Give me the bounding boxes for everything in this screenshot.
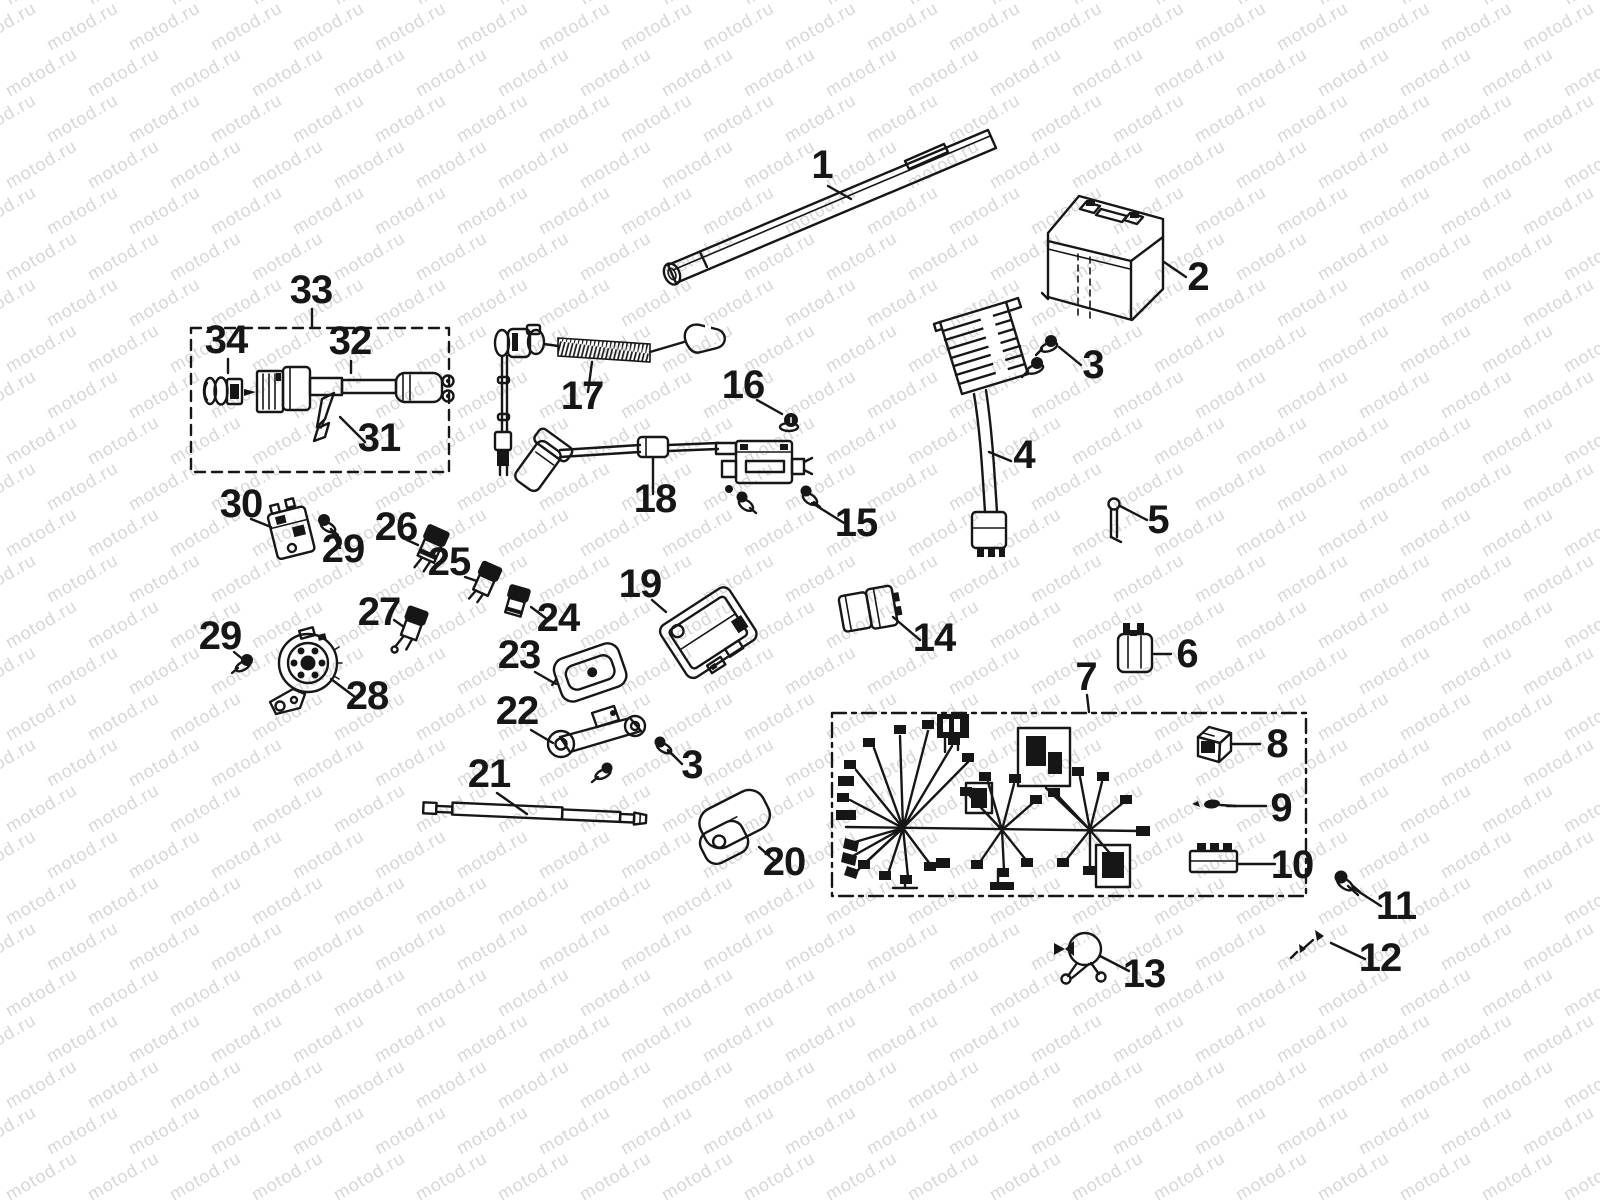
leader-29a [329, 527, 342, 550]
callout-28: 28 [346, 674, 389, 718]
callout-18: 18 [634, 477, 677, 521]
callout-24: 24 [537, 596, 581, 640]
callout-30: 30 [220, 482, 263, 526]
callout-9: 9 [1270, 786, 1291, 830]
callout-5: 5 [1147, 498, 1169, 542]
callout-13: 13 [1123, 952, 1166, 996]
callout-7: 7 [1075, 655, 1096, 699]
callout-29b: 29 [199, 614, 242, 658]
leader-4 [987, 450, 1013, 463]
leader-7 [1085, 693, 1091, 714]
part-29-bolt-b [230, 654, 253, 675]
part-19-cdi-unit [658, 586, 758, 680]
leader-17 [586, 360, 594, 394]
callout-8: 8 [1266, 722, 1288, 766]
leader-31 [338, 415, 367, 444]
part-21-rod [421, 801, 648, 826]
leader-14 [891, 615, 922, 642]
callout-2: 2 [1187, 255, 1208, 299]
callout-17: 17 [561, 374, 604, 418]
callout-31: 31 [358, 416, 401, 460]
callout-10: 10 [1271, 843, 1314, 887]
leader-2 [1162, 260, 1188, 279]
leader-3a [1057, 345, 1083, 367]
part-14-relay [837, 584, 903, 633]
callout-21: 21 [468, 752, 511, 796]
group-7-harness-box [830, 711, 1308, 898]
callout-12: 12 [1359, 936, 1402, 980]
callout-1: 1 [811, 143, 833, 187]
callout-32: 32 [329, 319, 372, 363]
leader-21 [495, 791, 529, 816]
callout-15: 15 [835, 501, 878, 545]
leader-25 [463, 575, 479, 583]
part-9-screw [1192, 799, 1238, 809]
part-17-lanyard [493, 323, 726, 477]
callout-26: 26 [375, 505, 418, 549]
leader-19 [650, 598, 668, 614]
part-2-battery [1040, 194, 1165, 322]
leader-16 [755, 398, 784, 416]
part-5-pin [1107, 497, 1123, 544]
part-16-nut [778, 413, 800, 433]
leader-23 [533, 670, 558, 686]
leader-26 [405, 538, 420, 547]
callout-6: 6 [1176, 632, 1197, 676]
part-32-cable-assembly [255, 365, 455, 414]
callout-25: 25 [428, 540, 471, 584]
part-28-horn [268, 626, 343, 716]
callout-20: 20 [763, 840, 806, 884]
leader-22 [529, 728, 555, 745]
callout-11: 11 [1376, 884, 1417, 928]
leader-12 [1329, 941, 1367, 961]
callout-33: 33 [290, 268, 333, 312]
group-33-box [189, 326, 451, 474]
part-18-ignition-coil [514, 427, 814, 493]
leader-3b [666, 748, 684, 766]
leader-30 [249, 517, 273, 529]
leader-28 [329, 677, 357, 699]
part-15-bolts [736, 485, 822, 515]
leader-13 [1098, 954, 1131, 973]
callout-34: 34 [205, 318, 249, 362]
leader-20 [757, 845, 778, 864]
part-8-relay-cube [1196, 725, 1233, 764]
part-12-screws [1289, 930, 1324, 960]
leader-29b [232, 650, 247, 663]
part-7-wiring-harness [836, 714, 1150, 890]
callout-14: 14 [913, 616, 957, 660]
part-26-sensor [413, 524, 450, 573]
callout-16: 16 [722, 363, 765, 407]
part-6-fuse [1116, 623, 1154, 674]
part-4-regulator-rectifier [932, 296, 1030, 557]
leader-11 [1351, 886, 1383, 908]
leader-15 [810, 501, 846, 525]
callout-4: 4 [1013, 433, 1036, 477]
part-13-wire-clamp [1054, 931, 1107, 985]
callout-19: 19 [619, 562, 662, 606]
leader-24 [529, 605, 549, 621]
part-10-fuse-block [1188, 843, 1239, 874]
part-30-flasher-relay [266, 497, 316, 560]
callout-27: 27 [358, 590, 401, 634]
part-23-mount-pad [550, 642, 628, 703]
part-20-clamp-cover [698, 788, 772, 866]
callout-29a: 29 [322, 527, 365, 571]
part-34-socket [202, 376, 256, 406]
callout-23: 23 [498, 633, 541, 677]
part-1-conduit-tube [662, 128, 998, 286]
leader-27 [392, 618, 406, 629]
part-22-bracket-arm [546, 704, 647, 784]
callout-22: 22 [496, 689, 539, 733]
leader-lines [226, 184, 1383, 973]
part-24-sensor [503, 584, 531, 618]
callout-3a: 3 [1082, 343, 1103, 387]
leader-1 [826, 184, 853, 201]
leader-5 [1118, 504, 1149, 522]
callout-3b: 3 [681, 743, 702, 787]
part-25-sensor [467, 560, 503, 604]
part-31-clip [312, 391, 336, 443]
callout-numbers: 1 2 3 3 4 5 6 7 8 9 10 11 12 13 14 15 16… [199, 143, 1418, 996]
